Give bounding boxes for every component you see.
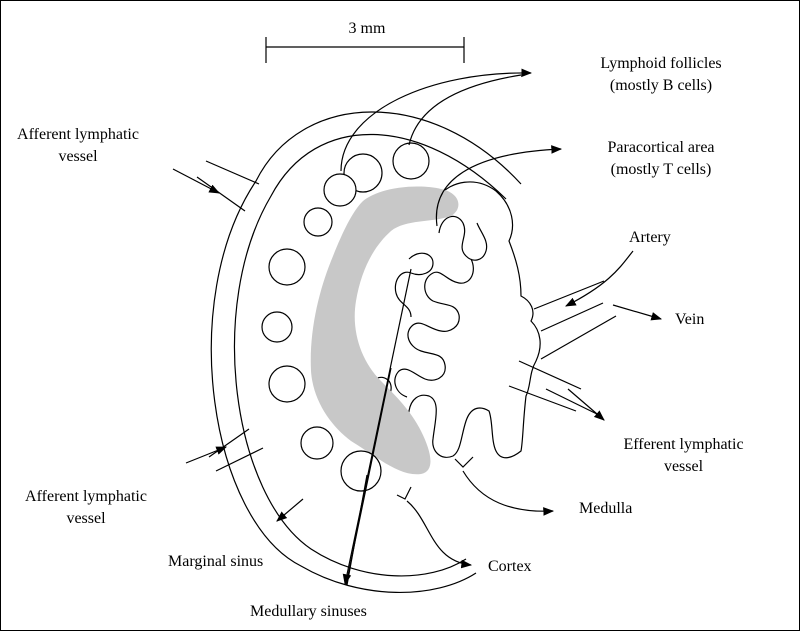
efferent-label: Efferent lymphatic vessel [596,434,771,478]
medullary-sinuses-label: Medullary sinuses [250,601,367,623]
afferent-upper-line2: vessel [3,146,153,168]
afferent-upper-arrow [173,169,219,193]
paracortical-area-line1: Paracortical area [566,137,756,159]
lymphoid-follicles-line2: (mostly B cells) [561,75,761,97]
efferent-line1: Efferent lymphatic [596,434,771,456]
lymphoid-follicles-line1: Lymphoid follicles [561,53,761,75]
artery-arrow [566,251,633,306]
medulla-label: Medulla [579,498,632,520]
marginal-sinus-label: Marginal sinus [168,551,263,573]
afferent-upper-label: Afferent lymphatic vessel [3,124,153,168]
medulla-arrow [463,471,553,511]
paracortex-arrow [436,149,561,226]
paracortical-area-label: Paracortical area (mostly T cells) [566,137,756,181]
afferent-lower-line1: Afferent lymphatic [11,486,161,508]
scale-bar-label: 3 mm [327,18,407,40]
artery-label: Artery [629,227,671,249]
afferent-upper-line1: Afferent lymphatic [3,124,153,146]
lymphoid-follicles-label: Lymphoid follicles (mostly B cells) [561,53,761,97]
cortex-label: Cortex [488,556,532,578]
vein-label: Vein [675,309,704,331]
paracortical-area [311,187,459,475]
afferent-lower-line2: vessel [11,508,161,530]
efferent-line2: vessel [596,456,771,478]
medullary-cords [395,216,487,397]
paracortical-area-line2: (mostly T cells) [566,159,756,181]
vein-arrow [613,305,661,319]
marginal-sinus-arrow [277,499,303,521]
scale-bar [266,37,464,63]
afferent-lower-label: Afferent lymphatic vessel [11,486,161,530]
cortex-arrow [407,501,471,565]
afferent-lower-arrow [186,447,226,463]
efferent-arrow [568,389,604,420]
